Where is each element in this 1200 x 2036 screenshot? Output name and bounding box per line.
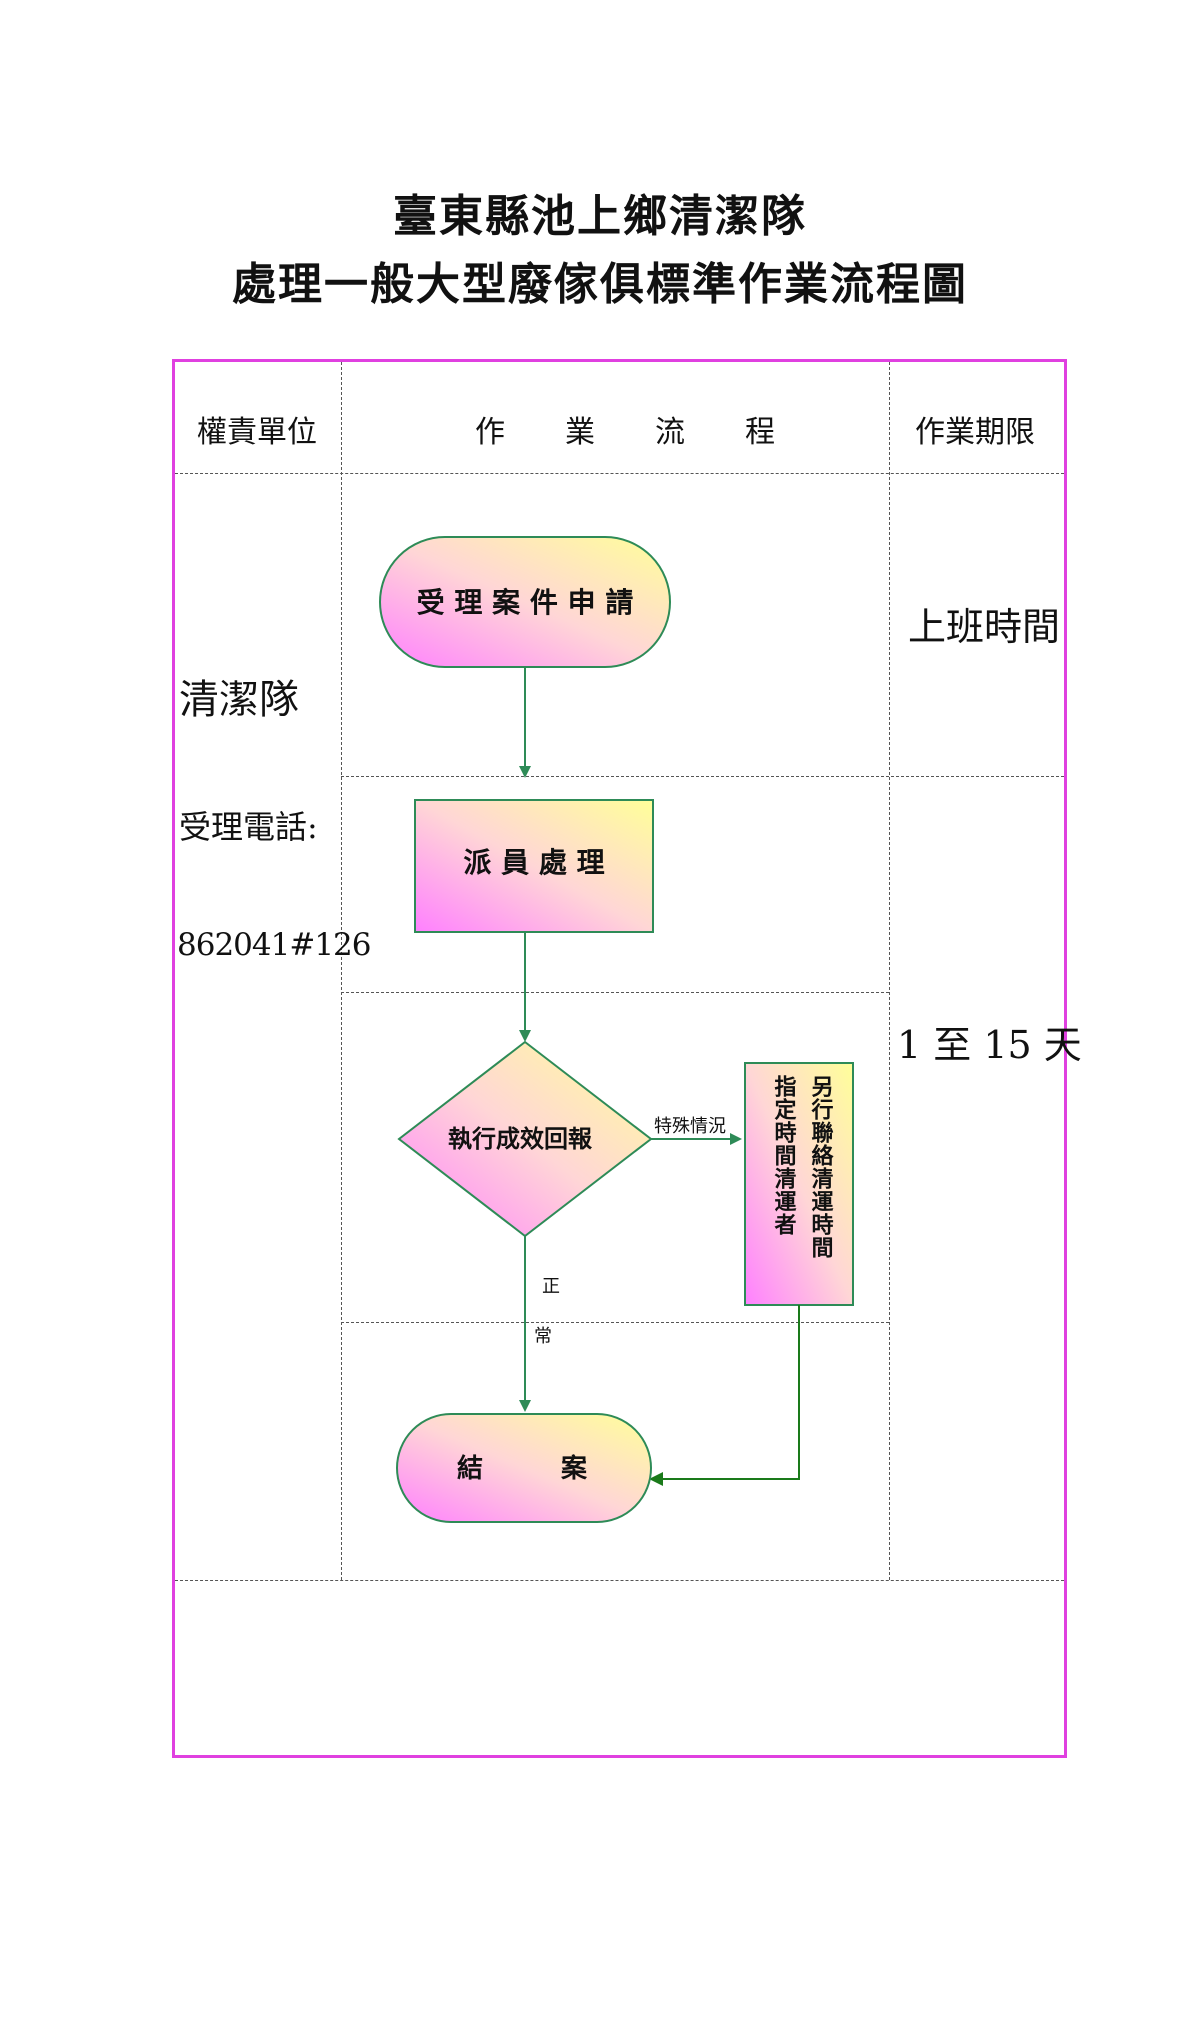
row-divider-3 [341, 1322, 889, 1323]
special-case-label: 特殊情況 [654, 1116, 726, 1137]
end-terminal-text: 結 案 [457, 1453, 588, 1484]
table-bottom-divider [175, 1580, 1064, 1581]
deadline-office-hours: 上班時間 [908, 605, 1061, 649]
special-case-text-col2: 指定時間清運者 [771, 1075, 798, 1236]
flowchart-table-frame: 權責單位 作 業 流 程 作業期限 清潔隊 受理電話: 862041#126 上… [172, 359, 1082, 1758]
deadline-days: 1 至 15 天 [897, 1023, 1082, 1067]
document-title: 臺東縣池上鄉清潔隊 [393, 191, 807, 242]
special-case-text-col1: 另行聯絡清運時間 [808, 1075, 835, 1259]
header-process: 作 業 流 程 [475, 415, 775, 450]
phone-number: 862041#126 [177, 927, 371, 963]
document-subtitle: 處理一般大型廢傢俱標準作業流程圖 [232, 259, 968, 310]
decision-text: 執行成效回報 [448, 1125, 593, 1153]
phone-label: 受理電話: [179, 808, 318, 846]
special-case-node [744, 1062, 854, 1306]
normal-label-char1: 正 [542, 1276, 560, 1297]
end-terminal-node [396, 1413, 652, 1523]
connector-special-to-end [649, 1305, 800, 1486]
row-divider-2 [341, 992, 889, 993]
dispatch-process-node [414, 799, 654, 933]
column-divider-right [889, 362, 890, 1580]
dispatch-process-text: 派 員 處 理 [463, 846, 604, 879]
normal-label-char2: 常 [534, 1326, 552, 1347]
unit-name: 清潔隊 [179, 677, 299, 723]
column-divider-left [341, 362, 342, 1580]
row-divider-1 [341, 776, 1064, 777]
header-responsible-unit: 權責單位 [197, 415, 317, 450]
start-terminal-text: 受 理 案 件 申 請 [417, 586, 634, 619]
header-divider [175, 473, 1064, 474]
header-deadline: 作業期限 [915, 415, 1035, 450]
